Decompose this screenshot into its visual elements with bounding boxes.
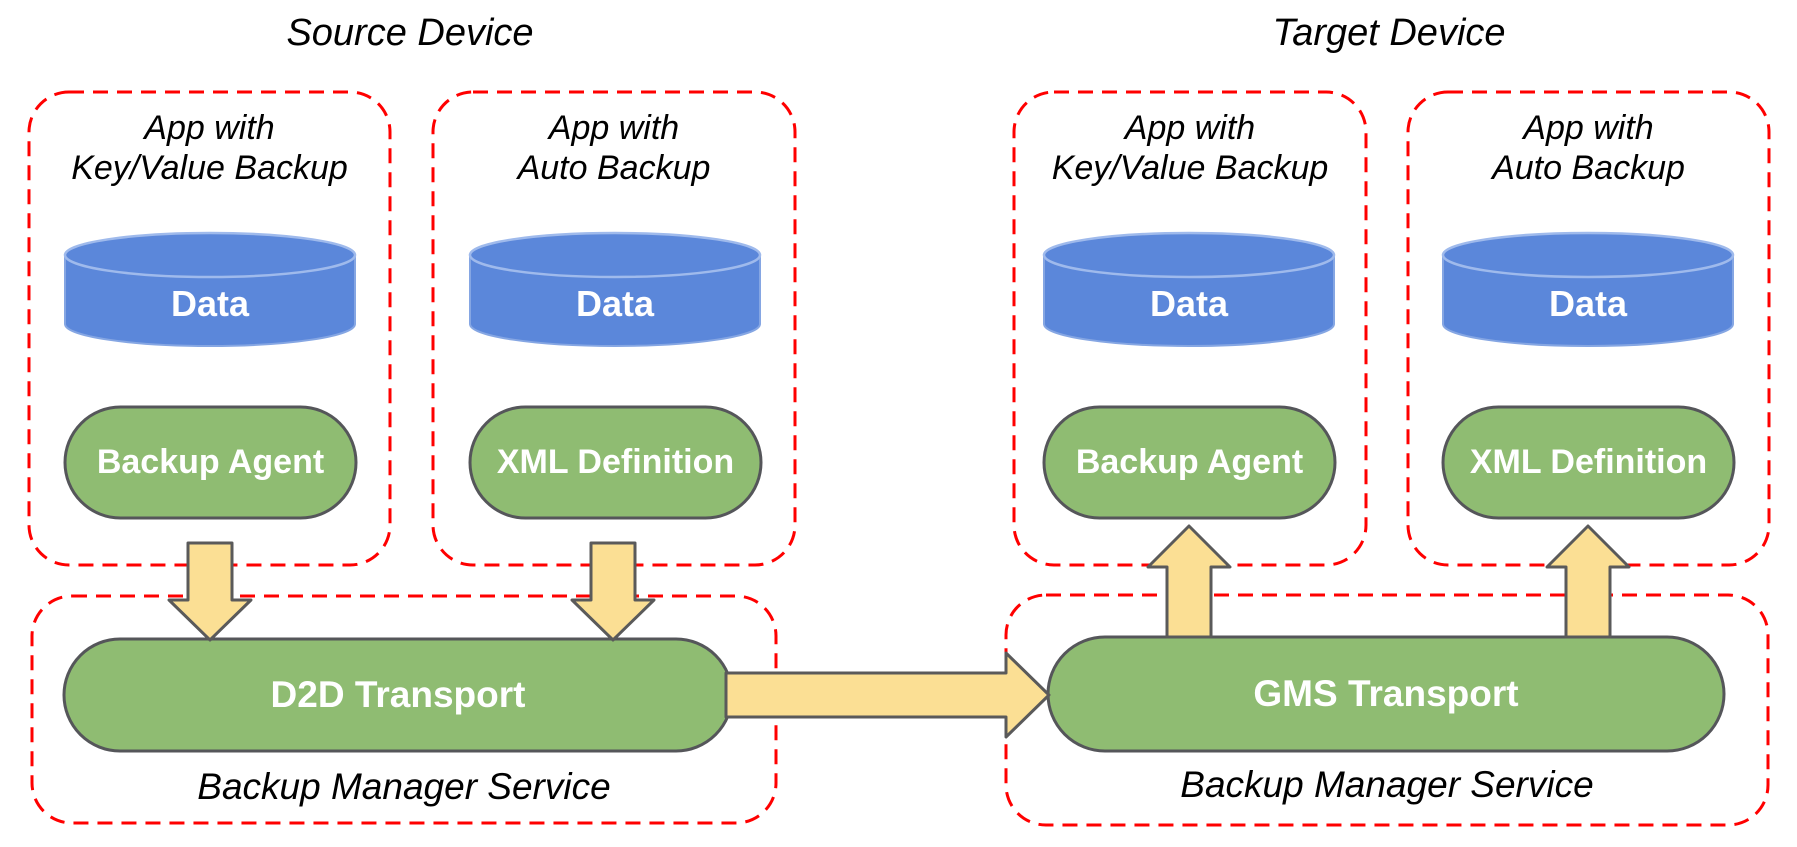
down-arrow-icon-xml-definition-to-d2d <box>570 541 656 642</box>
source-xml-definition-pill <box>468 405 763 520</box>
target-xml-definition-label: XML Definition <box>1469 443 1708 481</box>
app-heading-line2: Auto Backup <box>517 149 711 187</box>
target-keyvalue-data-label: Data <box>1149 283 1229 324</box>
app-heading-line1: App with <box>548 109 680 147</box>
app-heading-line1: App with <box>1523 109 1654 147</box>
target-xml-definition-pill <box>1441 405 1736 520</box>
target-device-title: Target Device <box>1272 12 1506 54</box>
source-xml-definition-label: XML Definition <box>496 443 735 481</box>
source-device-title: Source Device <box>286 12 534 54</box>
app-heading-line2: Key/Value Backup <box>1051 149 1329 187</box>
source-auto-app-heading: App with Auto Backup <box>433 108 795 188</box>
source-keyvalue-app-heading: App with Key/Value Backup <box>29 108 390 188</box>
source-backup-manager-label: Backup Manager Service <box>197 766 611 807</box>
target-keyvalue-app-heading: App with Key/Value Backup <box>1014 108 1366 188</box>
target-keyvalue-data-cylinder-icon <box>1042 231 1336 347</box>
source-backup-agent-label: Backup Agent <box>96 443 325 481</box>
app-heading-line2: Key/Value Backup <box>71 149 348 187</box>
source-keyvalue-data-cylinder-icon <box>63 231 357 347</box>
app-heading-line1: App with <box>144 109 275 147</box>
target-backup-manager-label: Backup Manager Service <box>1180 764 1594 805</box>
app-heading-line1: App with <box>1124 109 1256 147</box>
target-backup-agent-pill <box>1042 405 1337 520</box>
target-backup-agent-label: Backup Agent <box>1075 443 1304 481</box>
d2d-transport-label: D2D Transport <box>270 674 526 715</box>
target-auto-data-cylinder-icon <box>1441 231 1735 347</box>
gms-transport-label: GMS Transport <box>1253 673 1519 714</box>
source-backup-agent-pill <box>63 405 358 520</box>
target-auto-app-heading: App with Auto Backup <box>1408 108 1769 188</box>
source-auto-data-cylinder-icon <box>468 231 762 347</box>
target-auto-data-label: Data <box>1548 283 1628 324</box>
up-arrow-icon-gms-to-backup-agent <box>1146 524 1232 639</box>
source-auto-data-label: Data <box>575 283 655 324</box>
right-arrow-icon-d2d-to-gms <box>724 651 1051 739</box>
up-arrow-icon-gms-to-xml-definition <box>1545 524 1631 639</box>
app-heading-line2: Auto Backup <box>1492 149 1685 187</box>
down-arrow-icon-backup-agent-to-d2d <box>167 541 253 642</box>
source-keyvalue-data-label: Data <box>170 283 250 324</box>
